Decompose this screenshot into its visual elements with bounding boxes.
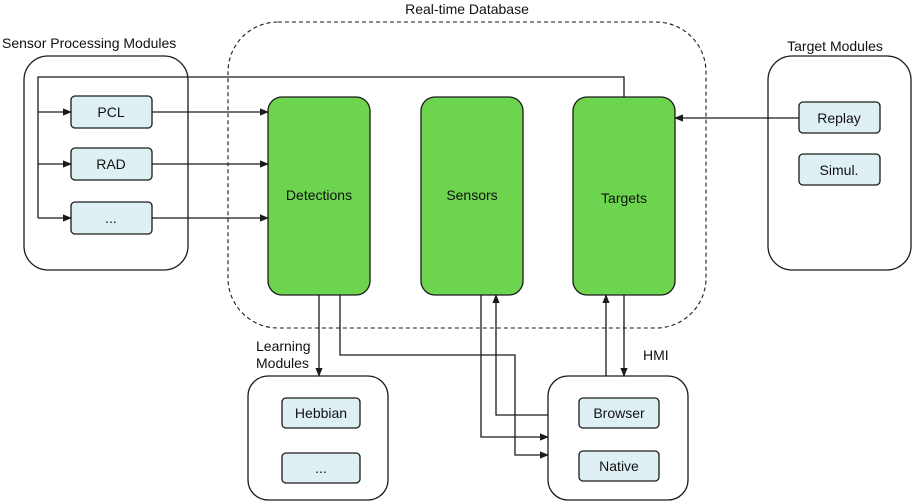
target-group-title: Target Modules: [787, 38, 883, 54]
module-replay-label: Replay: [817, 110, 861, 126]
module-sensor-more-label: ...: [105, 210, 117, 226]
connector-targets-feedback: [37, 76, 625, 218]
module-simul: [798, 153, 881, 186]
database-region: [227, 21, 707, 329]
connector-hmi-to-sensors: [492, 294, 548, 416]
hmi-group-title: HMI: [643, 347, 669, 363]
store-detections-label: Detections: [286, 187, 352, 203]
module-browser-label: Browser: [593, 405, 645, 421]
module-simul-label: Simul.: [820, 162, 859, 178]
module-hebbian: [281, 397, 361, 429]
module-browser: [578, 397, 660, 429]
store-sensors: [420, 96, 524, 296]
module-native: [578, 450, 660, 482]
store-targets-label: Targets: [601, 190, 647, 206]
module-native-label: Native: [599, 458, 639, 474]
sensor-group-title: Sensor Processing Modules: [2, 35, 176, 51]
module-pcl-label: PCL: [97, 104, 124, 120]
module-rad-label: RAD: [96, 156, 126, 172]
database-title: Real-time Database: [405, 1, 529, 17]
learning-group-title-line1: Learning: [256, 338, 311, 354]
module-hebbian-label: Hebbian: [295, 405, 347, 421]
module-learning-more-label: ...: [315, 460, 327, 476]
store-sensors-label: Sensors: [446, 187, 497, 203]
connector-sensors-to-hmi: [480, 295, 549, 441]
connector-detections-to-hmi: [339, 295, 549, 459]
learning-group-title-line2: Modules: [256, 355, 309, 371]
module-learning-more: [281, 452, 361, 484]
